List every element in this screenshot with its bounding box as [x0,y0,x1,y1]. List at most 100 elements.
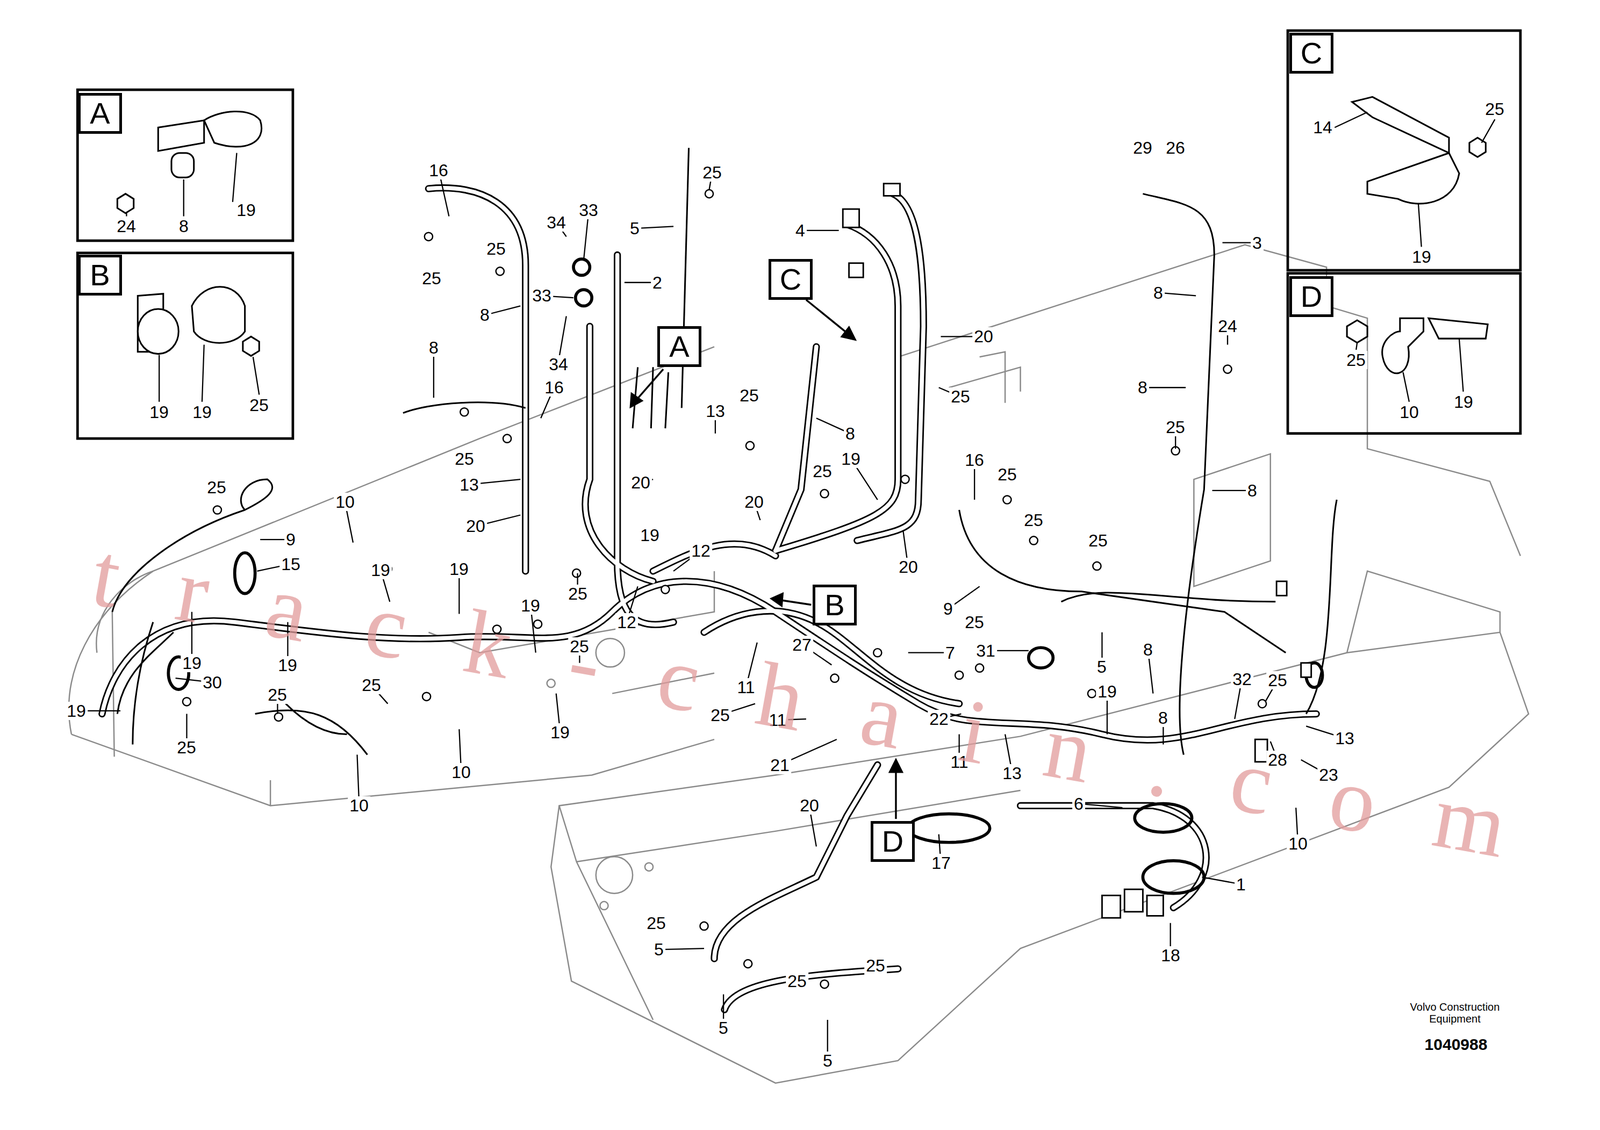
callout-number: 5 [652,940,666,959]
view-letter: B [824,590,845,621]
view-letter: D [881,826,904,857]
callout-number: 33 [577,201,600,220]
callout-number: 20 [897,557,920,577]
callout-number: 19 [839,449,863,469]
callout-number: 25 [963,613,986,632]
callout-number: 10 [1397,403,1421,422]
callout-number: 20 [629,473,652,492]
inset-part [117,96,1488,373]
callout-number: 26 [1164,138,1187,157]
callout-letter-box: A [657,326,702,368]
figure-number: 1040988 [1423,1036,1490,1054]
callout-number: 13 [1333,729,1356,748]
callout-number: 25 [453,449,476,469]
callout-number: 25 [266,685,289,705]
callout-number: 25 [811,462,834,481]
callout-number: 25 [700,163,724,182]
callout-number: 34 [547,355,570,374]
view-letter: B [89,260,110,291]
inset-leader [126,112,1495,403]
view-letter: C [1300,38,1323,69]
view-letter: A [89,98,110,129]
callout-number: 24 [115,217,138,236]
callout-number: 25 [247,396,271,415]
callout-number: 19 [180,654,204,673]
callout-number: 25 [1266,671,1289,690]
callout-number: 25 [1086,531,1110,550]
callout-number: 25 [864,956,887,975]
callout-number: 2 [650,273,664,292]
watermark: track-chain.com [85,528,1573,884]
callout-number: 19 [1095,682,1119,701]
callout-number: 10 [333,492,357,512]
callout-number: 25 [1022,511,1045,530]
callout-number: 24 [1216,317,1239,336]
view-letter: A [669,331,690,362]
callout-number: 19 [276,656,299,675]
callout-number: 18 [1159,946,1182,965]
callout-number: 20 [972,327,995,346]
callout-number: 7 [943,643,957,663]
callout-number: 8 [843,424,857,443]
callout-number: 25 [360,676,383,695]
callout-number: 8 [478,305,492,325]
callout-number: 27 [790,635,814,655]
callout-number: 21 [768,756,792,775]
callout-number: 16 [427,161,450,180]
callout-letter-box: A [77,92,123,134]
callout-number: 19 [638,526,662,545]
callout-number: 25 [175,738,198,757]
callout-number: 25 [566,584,590,604]
callout-number: 32 [1230,670,1254,689]
callout-number: 19 [147,403,171,422]
callout-letter-box: C [1289,32,1334,74]
callout-number: 8 [427,338,441,357]
callout-number: 25 [420,269,443,288]
callout-number: 25 [1164,418,1187,437]
callout-number: 5 [821,1051,835,1071]
callout-number: 10 [449,763,473,782]
view-letter: D [1300,281,1323,312]
callout-letter-box: D [870,821,915,863]
callout-number: 25 [205,478,228,497]
callout-number: 19 [548,723,572,742]
callout-number: 29 [1131,138,1154,157]
callout-number: 13 [457,475,481,494]
callout-letter-box: B [812,584,857,626]
callout-number: 31 [974,641,997,660]
callout-number: 9 [941,599,955,619]
callout-number: 14 [1311,118,1334,137]
callout-number: 25 [949,387,972,406]
callout-number: 19 [234,201,258,220]
callout-number: 8 [1136,378,1150,397]
callout-number: 25 [995,465,1019,484]
callout-number: 17 [929,854,953,873]
callout-number: 16 [963,450,986,470]
callout-number: 19 [1410,247,1433,267]
callout-number: 20 [742,492,766,512]
callout-number: 19 [190,403,214,422]
callout-number: 25 [484,239,508,258]
callout-number: 30 [201,673,224,692]
callout-number: 25 [1483,99,1506,119]
callout-letter-box: C [768,259,813,300]
callout-number: 19 [447,560,471,579]
callout-number: 5 [1095,657,1109,677]
inset-frame [77,30,1521,439]
callout-number: 19 [65,701,88,721]
callout-number: 20 [798,796,821,815]
maker-note: Volvo Construction Equipment [1407,1000,1503,1026]
callout-number: 13 [704,402,727,421]
callout-number: 25 [737,386,761,405]
callout-number: 25 [644,914,668,933]
callout-number: 1 [1234,875,1248,894]
callout-number: 12 [689,541,713,561]
callout-number: 33 [530,286,554,305]
callout-number: 5 [716,1019,730,1038]
view-letter: C [779,264,802,295]
callout-number: 25 [785,972,809,991]
callout-number: 25 [1344,350,1368,370]
callout-number: 8 [177,217,191,236]
callout-number: 10 [347,796,371,815]
callout-number: 8 [1245,481,1259,500]
